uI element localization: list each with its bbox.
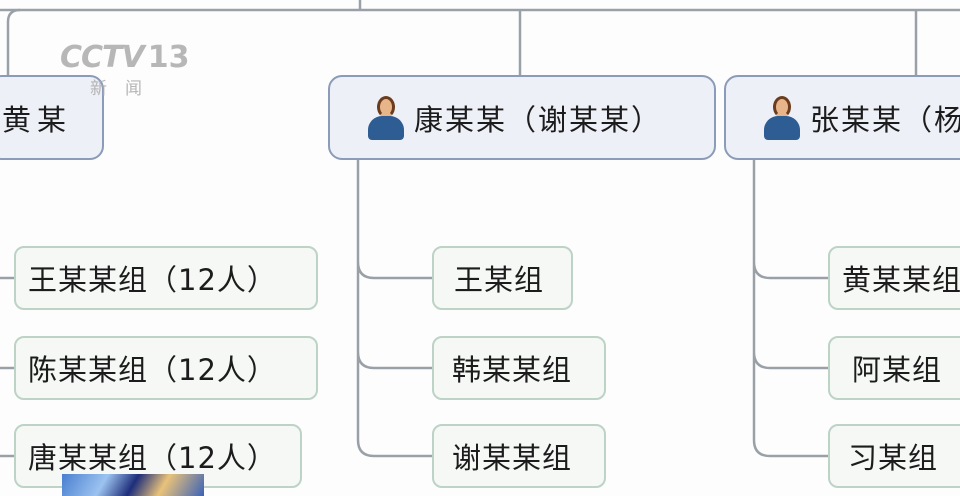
user-avatar-icon — [764, 95, 800, 140]
group-node[interactable]: 黄某某组 — [828, 246, 960, 310]
group-node[interactable]: 阿某组 — [828, 336, 960, 400]
manager-node[interactable]: 康某某（谢某某） — [328, 75, 716, 160]
group-node[interactable]: 韩某某组 — [432, 336, 606, 400]
group-node[interactable]: 王某某组（12人） — [14, 246, 318, 310]
manager-node[interactable]: 张某某（杨 — [724, 75, 960, 160]
manager-node[interactable]: 黄某 — [0, 75, 104, 160]
user-avatar-icon — [368, 95, 404, 140]
group-node[interactable]: 谢某某组 — [432, 424, 606, 488]
group-node[interactable]: 习某组 — [828, 424, 960, 488]
broadcast-graphic-overlay — [62, 474, 204, 496]
group-node[interactable]: 王某组 — [432, 246, 573, 310]
group-node[interactable]: 陈某某组（12人） — [14, 336, 318, 400]
